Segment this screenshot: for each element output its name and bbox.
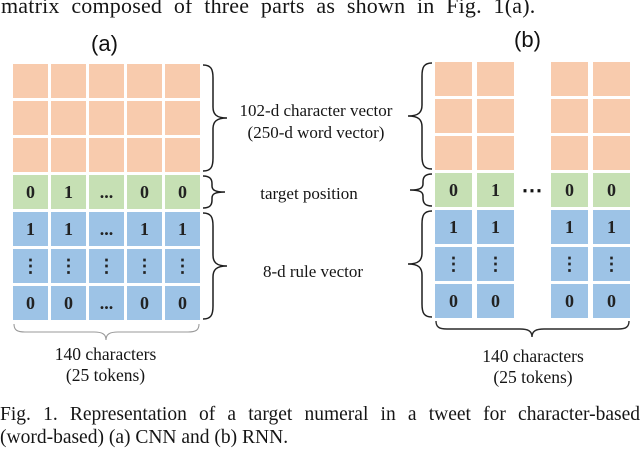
matrix-a-rule-cell: ⋮ xyxy=(165,249,200,283)
matrix-b-target-cell: 0 xyxy=(593,173,630,207)
legend-rule-label: 8-d rule vector xyxy=(262,262,364,281)
matrix-b-column: 0 1 ⋮ 0 xyxy=(435,62,472,318)
brace-a-embedding xyxy=(203,64,228,172)
panel-a-width-line1: 140 characters xyxy=(54,344,157,364)
matrix-b-rule-cell: 0 xyxy=(477,284,514,318)
matrix-a-embedding-cell xyxy=(51,138,86,172)
matrix-b-rule-cell: ⋮ xyxy=(435,247,472,281)
matrix-a-target-cell: 1 xyxy=(51,175,86,209)
matrix-a-embedding-cell xyxy=(89,64,124,98)
figure-caption: Fig. 1. Representation of a target numer… xyxy=(0,403,640,449)
matrix-a-target-cell: 0 xyxy=(165,175,200,209)
brace-b-embedding xyxy=(407,62,432,170)
matrix-b-embedding-cell xyxy=(435,62,472,96)
panel-b-width-label: 140 characters (25 tokens) xyxy=(443,346,623,388)
matrix-a-embedding-cell xyxy=(89,101,124,135)
matrix-a-rule-cell: ⋮ xyxy=(89,249,124,283)
matrix-a-embedding-cell xyxy=(127,64,162,98)
matrix-a-rule-cell: 0 xyxy=(13,286,48,320)
matrix-b-rule-cell: 1 xyxy=(593,210,630,244)
legend-embedding-line2: (250-d word vector) xyxy=(247,123,385,142)
matrix-b-rule-cell: ⋮ xyxy=(593,247,630,281)
matrix-a-embedding-cell xyxy=(13,101,48,135)
legend-embedding-line1: 102-d character vector xyxy=(239,101,393,120)
matrix-a-embedding-cell xyxy=(13,138,48,172)
panel-b-width-line1: 140 characters xyxy=(482,346,584,366)
matrix-a-rule-cell: 0 xyxy=(127,286,162,320)
matrix-a-rule-cell: 1 xyxy=(165,212,200,246)
matrix-a-rule-cell: 0 xyxy=(165,286,200,320)
matrix-a-rule-cell: ... xyxy=(89,286,124,320)
matrix-b-embedding-cell xyxy=(477,62,514,96)
matrix-b-embedding-cell xyxy=(435,136,472,170)
matrix-b-rule-cell: 1 xyxy=(477,210,514,244)
matrix-b-embedding-cell xyxy=(477,99,514,133)
brace-b-rule xyxy=(407,210,432,318)
figure-caption-line1: Fig. 1. Representation of a target numer… xyxy=(0,404,640,425)
matrix-a-embedding-cell xyxy=(165,64,200,98)
matrix-a-rule-cell: 1 xyxy=(13,212,48,246)
matrix-b-target-cell: 0 xyxy=(551,173,588,207)
matrix-b-embedding-cell xyxy=(477,136,514,170)
matrix-a-rule-cell: ⋮ xyxy=(51,249,86,283)
panel-b-width-line2: (25 tokens) xyxy=(493,367,573,387)
matrix-a-embedding-cell xyxy=(127,101,162,135)
matrix-b-embedding-cell xyxy=(593,99,630,133)
panel-a-width-label: 140 characters (25 tokens) xyxy=(18,344,193,386)
matrix-b-embedding-cell xyxy=(593,136,630,170)
matrix-a-embedding-cell xyxy=(127,138,162,172)
underbrace-b xyxy=(435,321,630,338)
matrix-a: 0 1 ... 0 0 1 1 ... 1 1 ⋮ ⋮ ⋮ ⋮ ⋮ 0 0 ..… xyxy=(13,64,200,320)
legend-embedding-label: 102-d character vector (250-d word vecto… xyxy=(224,100,408,144)
panel-a-label: (a) xyxy=(91,31,118,56)
figure-caption-line2: (word-based) (a) CNN and (b) RNN. xyxy=(0,427,289,448)
matrix-a-rule-cell: 0 xyxy=(51,286,86,320)
matrix-b-rule-cell: 1 xyxy=(435,210,472,244)
matrix-a-rule-cell: 1 xyxy=(51,212,86,246)
matrix-a-embedding-cell xyxy=(13,64,48,98)
brace-b-target xyxy=(409,173,432,207)
matrix-b-embedding-cell xyxy=(435,99,472,133)
matrix-a-embedding-cell xyxy=(51,64,86,98)
matrix-b-rule-cell: ⋮ xyxy=(477,247,514,281)
matrix-b-target-cell: 0 xyxy=(435,173,472,207)
matrix-a-embedding-cell xyxy=(165,101,200,135)
matrix-a-embedding-cell xyxy=(165,138,200,172)
matrix-a-target-cell: ... xyxy=(89,175,124,209)
body-text-fragment: matrix composed of three parts as shown … xyxy=(1,0,536,18)
matrix-b-rule-cell: 0 xyxy=(551,284,588,318)
matrix-b-ellipsis: ⋯ xyxy=(521,177,544,202)
matrix-b-embedding-cell xyxy=(551,136,588,170)
brace-a-target xyxy=(203,175,226,209)
matrix-a-rule-cell: ⋮ xyxy=(127,249,162,283)
matrix-b-column: 0 1 ⋮ 0 xyxy=(593,62,630,318)
matrix-b-rule-cell: ⋮ xyxy=(551,247,588,281)
underbrace-a xyxy=(13,324,200,341)
matrix-b-rule-cell: 0 xyxy=(435,284,472,318)
brace-a-rule xyxy=(203,212,228,320)
matrix-b-embedding-cell xyxy=(551,99,588,133)
matrix-b-column: 0 1 ⋮ 0 xyxy=(551,62,588,318)
legend-target-label: target position xyxy=(260,184,358,203)
matrix-a-embedding-cell xyxy=(89,138,124,172)
matrix-b-embedding-cell xyxy=(551,62,588,96)
matrix-b-rule-cell: 1 xyxy=(551,210,588,244)
matrix-b-target-cell: 1 xyxy=(477,173,514,207)
panel-a-width-line2: (25 tokens) xyxy=(65,365,146,385)
matrix-a-target-cell: 0 xyxy=(13,175,48,209)
matrix-a-target-cell: 0 xyxy=(127,175,162,209)
matrix-a-rule-cell: ⋮ xyxy=(13,249,48,283)
panel-b-label: (b) xyxy=(514,27,541,52)
matrix-b-column: 1 1 ⋮ 0 xyxy=(477,62,514,318)
matrix-a-rule-cell: 1 xyxy=(127,212,162,246)
matrix-b-embedding-cell xyxy=(593,62,630,96)
matrix-a-rule-cell: ... xyxy=(89,212,124,246)
matrix-b-rule-cell: 0 xyxy=(593,284,630,318)
matrix-a-embedding-cell xyxy=(51,101,86,135)
